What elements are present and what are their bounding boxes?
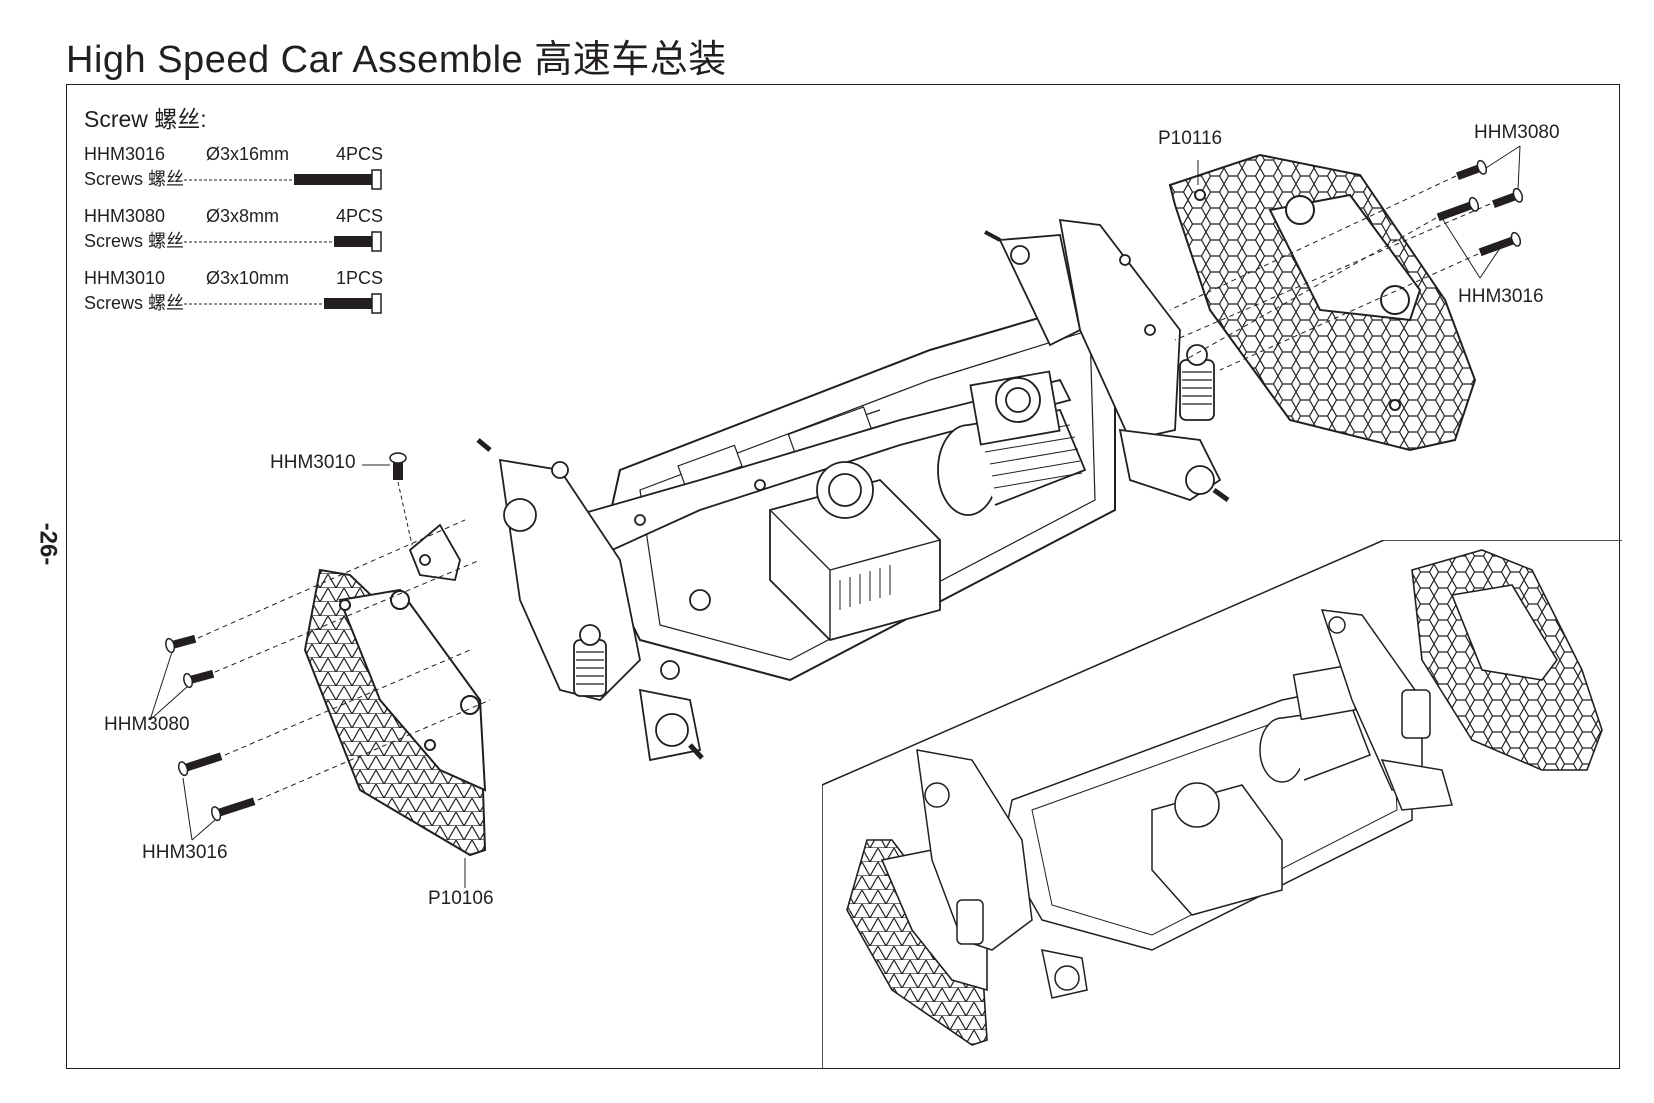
callout-front-bracket-screw: HHM3010: [270, 452, 356, 473]
top-brace: [558, 378, 1072, 562]
rear-bumper: [1168, 153, 1477, 452]
rear-shock: [1179, 344, 1215, 421]
screw-icon: [184, 169, 382, 190]
screw-size: Ø3x8mm: [206, 206, 280, 226]
callout-front-short-screws: HHM3080: [104, 714, 190, 735]
screw-list: Screw 螺丝: HHM3016 Ø3x16mm 4PCS Screws 螺丝…: [84, 100, 404, 328]
page-title: High Speed Car Assemble 高速车总装: [66, 39, 727, 81]
screw-size: Ø3x10mm: [206, 268, 290, 288]
screw-size: Ø3x16mm: [206, 144, 290, 164]
screw-qty: 4PCS: [336, 206, 384, 226]
screw-code: HHM3010: [84, 268, 166, 288]
diagram-frame: [66, 84, 1620, 1069]
assembled-view-inset: [822, 540, 1622, 1069]
motor: [937, 370, 1087, 516]
screw-label: Screws 螺丝: [84, 293, 185, 313]
assembled-suspension: [916, 609, 1453, 999]
front-bumper: [303, 568, 487, 857]
rear-hub: [1118, 428, 1230, 503]
front-bracket: [408, 523, 461, 582]
screw-code: HHM3080: [84, 206, 166, 226]
screw-code: HHM3016: [84, 144, 166, 164]
rear-screws: [1169, 145, 1524, 371]
callout-rear-bumper: P10116: [1158, 128, 1223, 149]
screw-list-title: Screw 螺丝:: [84, 106, 207, 132]
screw-icon: [184, 293, 382, 314]
rear-bulkhead: [984, 218, 1181, 442]
front-bulkhead: [476, 438, 711, 762]
screw-qty: 1PCS: [336, 268, 384, 288]
esc: [769, 461, 941, 642]
screw-icon: [184, 231, 382, 252]
front-screws: [149, 464, 491, 888]
screw-item: HHM3010 Ø3x10mm 1PCS Screws 螺丝: [84, 266, 404, 316]
callout-rear-short-screws: HHM3080: [1474, 122, 1560, 143]
screw-label: Screws 螺丝: [84, 169, 185, 189]
screw-item: HHM3016 Ø3x16mm 4PCS Screws 螺丝: [84, 142, 404, 192]
callout-front-bumper: P10106: [428, 888, 494, 909]
screw-item: HHM3080 Ø3x8mm 4PCS Screws 螺丝: [84, 204, 404, 254]
assembled-rear-bumper: [1411, 549, 1603, 771]
bracket-screw-icon: [389, 452, 413, 546]
assembled-chassis: [1001, 664, 1413, 951]
callout-rear-long-screws: HHM3016: [1458, 286, 1544, 307]
callout-front-long-screws: HHM3016: [142, 842, 228, 863]
screw-label: Screws 螺丝: [84, 231, 185, 251]
screw-qty: 4PCS: [336, 144, 384, 164]
